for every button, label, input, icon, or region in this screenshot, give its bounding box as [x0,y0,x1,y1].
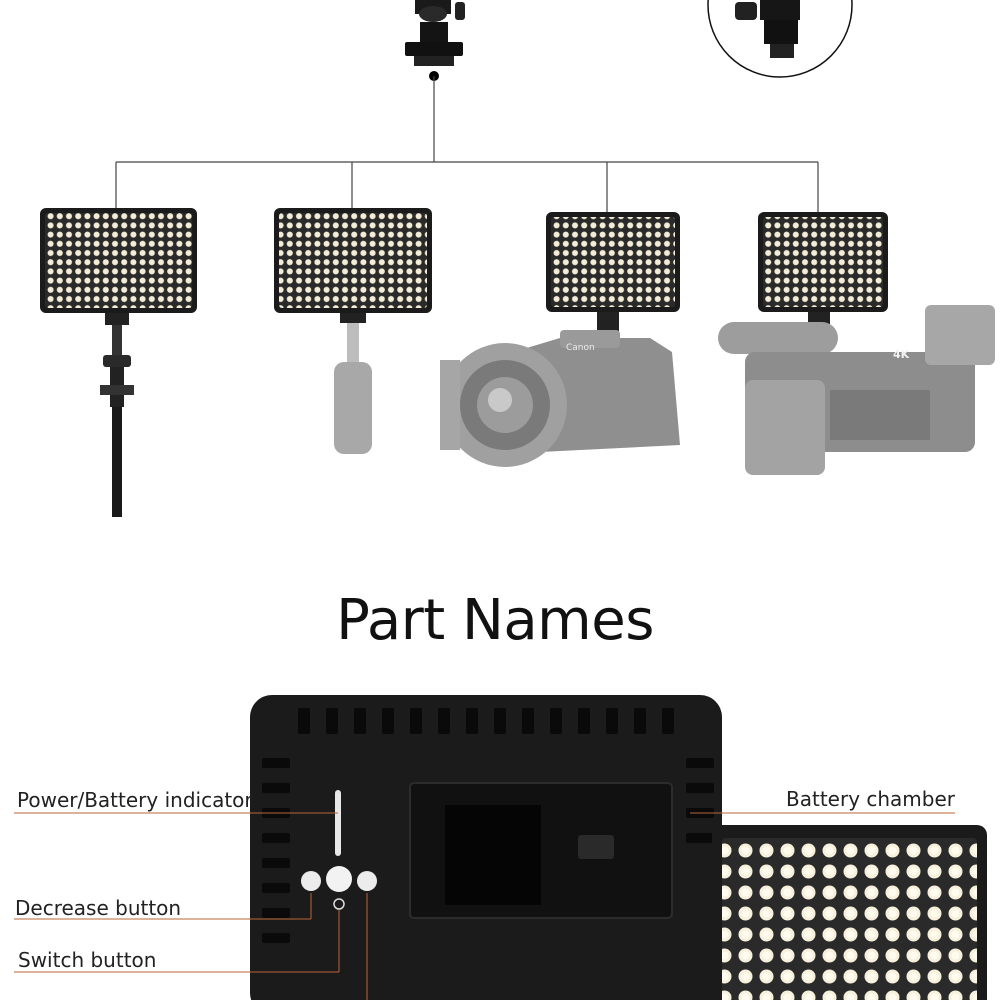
handle-grip-icon [334,313,372,454]
power-battery-indicator-icon [335,790,341,856]
led-panel-on-dslr: Canon [440,212,680,467]
connector-lines [115,76,819,212]
switch-button-icon [326,866,352,892]
svg-text:4K: 4K [893,348,910,361]
led-panel-back-view [250,695,722,1000]
led-panel-front-view [712,825,987,1000]
dslr-camera-icon: Canon [440,330,680,467]
leader-lines [14,812,955,1000]
led-panel-on-camcorder: 4K [718,212,995,475]
label-decrease-button: Decrease button [15,896,182,920]
decrease-button-icon [301,871,321,891]
label-battery-chamber: Battery chamber [786,787,956,811]
svg-text:Canon: Canon [566,343,595,353]
label-power-battery-indicator: Power/Battery indicator [17,788,253,812]
label-switch-button: Switch button [18,948,157,972]
led-panel-on-handle [274,208,432,454]
led-panel-on-stand [40,208,197,517]
mount-detail-inset [707,0,853,78]
ball-head-mount-icon [405,0,465,81]
light-stand-icon [100,313,134,517]
increase-button-icon [357,871,377,891]
section-heading: Part Names [336,588,654,653]
camcorder-icon: 4K [718,305,995,475]
